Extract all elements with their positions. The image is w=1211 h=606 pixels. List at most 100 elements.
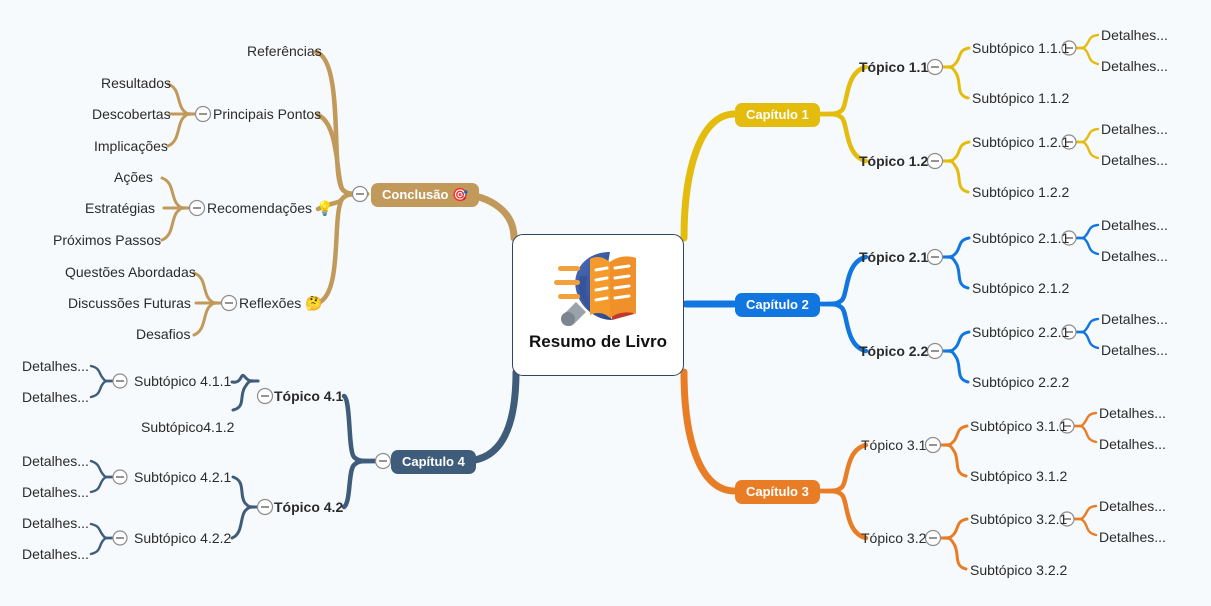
toggle-recomendacoes[interactable] (188, 199, 206, 217)
node-descobertas[interactable]: Descobertas (92, 106, 171, 122)
node-chapter-4[interactable]: Capítulo 4 (391, 450, 476, 474)
node-proximos-passos[interactable]: Próximos Passos (53, 232, 162, 248)
toggle-subtopic422[interactable] (112, 530, 128, 546)
toggle-subtopic421[interactable] (112, 469, 128, 485)
node-detalhes-4-1-1-a[interactable]: Detalhes... (22, 358, 89, 374)
toggle-topic42[interactable] (256, 498, 274, 516)
node-subtopic-2-2-2[interactable]: Subtópico 2.2.2 (972, 374, 1070, 390)
node-reflexoes[interactable]: Reflexões 🤔 (239, 295, 323, 311)
node-subtopic-4-1-1[interactable]: Subtópico 4.1.1 (134, 373, 232, 389)
node-subtopic-2-1-2[interactable]: Subtópico 2.1.2 (972, 280, 1070, 296)
node-subtopic-1-2-2[interactable]: Subtópico 1.2.2 (972, 184, 1070, 200)
toggle-topic31[interactable] (924, 436, 942, 454)
toggle-topic22[interactable] (926, 342, 944, 360)
node-topic-3-1[interactable]: Tópico 3.1 (861, 437, 927, 453)
toggle-conclusion[interactable] (351, 185, 369, 203)
node-subtopic-2-2-1[interactable]: Subtópico 2.2.1 (972, 324, 1070, 340)
node-chapter-1[interactable]: Capítulo 1 (735, 103, 820, 127)
toggle-topic32[interactable] (924, 529, 942, 547)
connector-topic12-subtopics (941, 140, 971, 194)
node-questoes-abordadas[interactable]: Questões Abordadas (65, 264, 196, 280)
node-subtopic-1-1-2[interactable]: Subtópico 1.1.2 (972, 90, 1070, 106)
node-subtopic-3-1-1[interactable]: Subtópico 3.1.1 (970, 418, 1068, 434)
node-acoes[interactable]: Ações (114, 169, 153, 185)
node-subtopic-3-1-2[interactable]: Subtópico 3.1.2 (970, 468, 1068, 484)
node-resultados[interactable]: Resultados (101, 75, 172, 91)
node-principais-pontos[interactable]: Principais Pontos (213, 106, 322, 122)
node-topic-1-1[interactable]: Tópico 1.1 (859, 59, 929, 75)
node-subtopic-2-1-1[interactable]: Subtópico 2.1.1 (972, 230, 1070, 246)
node-desafios[interactable]: Desafios (136, 326, 191, 342)
toggle-chapter4[interactable] (374, 452, 392, 470)
node-detalhes-3-2-1-a[interactable]: Detalhes... (1099, 498, 1166, 514)
node-subtopic-1-1-1[interactable]: Subtópico 1.1.1 (972, 40, 1070, 56)
toggle-subtopic411[interactable] (112, 373, 128, 389)
node-detalhes-2-2-1-b[interactable]: Detalhes... (1101, 342, 1168, 358)
node-detalhes-1-1-1-b[interactable]: Detalhes... (1101, 58, 1168, 74)
toggle-subtopic121[interactable] (1061, 134, 1077, 150)
node-topic-2-2[interactable]: Tópico 2.2 (859, 343, 929, 359)
connector-reflexoes-items (192, 271, 224, 337)
connector-subtopic211-details (1075, 223, 1100, 256)
toggle-reflexoes[interactable] (220, 294, 238, 312)
node-subtopic-3-2-1[interactable]: Subtópico 3.2.1 (970, 511, 1068, 527)
node-topic-4-2[interactable]: Tópico 4.2 (274, 499, 344, 515)
node-discussoes-futuras[interactable]: Discussões Futuras (68, 295, 191, 311)
node-detalhes-4-2-1-a[interactable]: Detalhes... (22, 453, 89, 469)
node-subtopic-1-2-1[interactable]: Subtópico 1.2.1 (972, 134, 1070, 150)
connector-chapter4-topics (341, 393, 378, 510)
node-recomendacoes[interactable]: Recomendações 💡 (207, 200, 334, 216)
node-subtopic-4-2-2[interactable]: Subtópico 4.2.2 (134, 530, 232, 546)
connector-subtopic321-details (1073, 504, 1098, 537)
node-referencias[interactable]: Referências (247, 43, 322, 59)
toggle-topic11[interactable] (926, 58, 944, 76)
connector-topic22-subtopics (941, 330, 971, 384)
connector-chapter2-topics (815, 254, 869, 354)
node-detalhes-3-1-1-a[interactable]: Detalhes... (1099, 405, 1166, 421)
node-subtopic-4-1-2[interactable]: Subtópico4.1.2 (141, 419, 235, 435)
node-detalhes-4-2-2-a[interactable]: Detalhes... (22, 515, 89, 531)
connector-topic11-subtopics (941, 46, 971, 100)
node-detalhes-2-2-1-a[interactable]: Detalhes... (1101, 311, 1168, 327)
toggle-subtopic321[interactable] (1059, 511, 1075, 527)
connector-chapter3-topics (815, 442, 869, 541)
connector-topic21-subtopics (941, 236, 971, 290)
connector-subtopic311-details (1073, 411, 1098, 444)
node-implicacoes[interactable]: Implicações (94, 138, 168, 154)
node-detalhes-4-2-2-b[interactable]: Detalhes... (22, 546, 89, 562)
node-detalhes-1-2-1-b[interactable]: Detalhes... (1101, 152, 1168, 168)
node-subtopic-3-2-2[interactable]: Subtópico 3.2.2 (970, 562, 1068, 578)
toggle-subtopic221[interactable] (1061, 324, 1077, 340)
node-detalhes-1-1-1-a[interactable]: Detalhes... (1101, 27, 1168, 43)
node-subtopic-4-2-1[interactable]: Subtópico 4.2.1 (134, 469, 232, 485)
connector-topic42-subtopics (230, 475, 260, 540)
node-detalhes-2-1-1-a[interactable]: Detalhes... (1101, 217, 1168, 233)
node-chapter-2[interactable]: Capítulo 2 (735, 293, 820, 317)
connector-root-chapter4 (462, 368, 520, 465)
connector-chapter1-topics (815, 64, 869, 164)
node-detalhes-4-1-1-b[interactable]: Detalhes... (22, 389, 89, 405)
root-node[interactable]: Resumo de Livro (512, 234, 684, 376)
toggle-subtopic111[interactable] (1061, 40, 1077, 56)
node-topic-2-1[interactable]: Tópico 2.1 (859, 249, 929, 265)
node-conclusion[interactable]: Conclusão 🎯 (371, 183, 480, 207)
node-estrategias[interactable]: Estratégias (85, 200, 156, 216)
toggle-subtopic311[interactable] (1059, 418, 1075, 434)
node-topic-1-2[interactable]: Tópico 1.2 (859, 153, 929, 169)
root-title: Resumo de Livro (529, 332, 667, 351)
node-detalhes-3-2-1-b[interactable]: Detalhes... (1099, 529, 1166, 545)
toggle-subtopic211[interactable] (1061, 230, 1077, 246)
toggle-topic12[interactable] (926, 152, 944, 170)
toggle-topic21[interactable] (926, 248, 944, 266)
node-detalhes-2-1-1-b[interactable]: Detalhes... (1101, 248, 1168, 264)
node-detalhes-3-1-1-b[interactable]: Detalhes... (1099, 436, 1166, 452)
node-topic-4-1[interactable]: Tópico 4.1 (274, 388, 344, 404)
node-detalhes-1-2-1-a[interactable]: Detalhes... (1101, 121, 1168, 137)
connector-principaispontos-items (166, 82, 198, 148)
toggle-topic41[interactable] (256, 387, 274, 405)
node-chapter-3[interactable]: Capítulo 3 (735, 480, 820, 504)
node-topic-3-2[interactable]: Tópico 3.2 (861, 530, 927, 546)
toggle-principaispontos[interactable] (194, 105, 212, 123)
node-detalhes-4-2-1-b[interactable]: Detalhes... (22, 484, 89, 500)
